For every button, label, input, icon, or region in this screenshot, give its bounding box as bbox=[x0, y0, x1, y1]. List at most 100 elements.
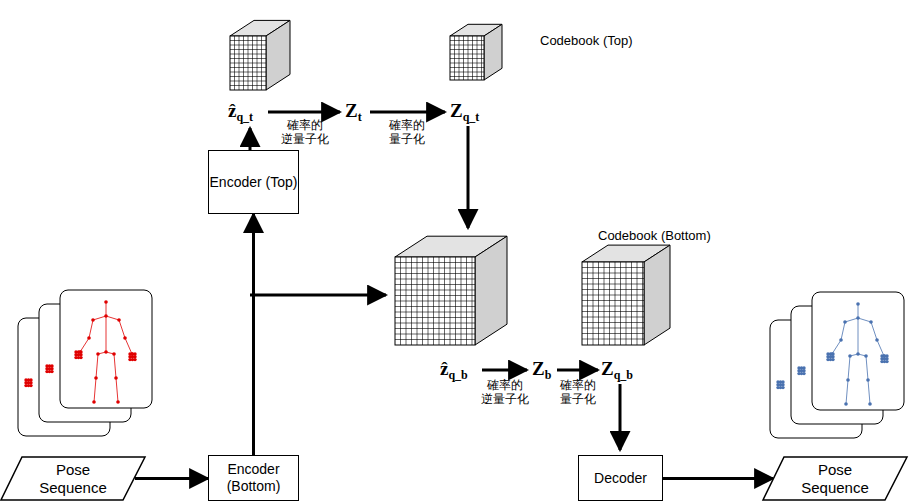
bone bbox=[858, 318, 871, 322]
bone bbox=[866, 356, 868, 380]
joint bbox=[843, 320, 847, 324]
bone bbox=[114, 354, 116, 378]
joint bbox=[875, 338, 879, 342]
bone bbox=[89, 320, 93, 338]
joint bbox=[856, 352, 860, 356]
joint bbox=[856, 316, 860, 320]
latent-symbol: Zq_t bbox=[450, 100, 479, 128]
cube-side bbox=[475, 236, 507, 345]
joint bbox=[116, 400, 120, 404]
tensor-cube bbox=[582, 245, 670, 345]
joint bbox=[112, 352, 116, 356]
cube-grid bbox=[582, 262, 644, 345]
joint bbox=[104, 350, 108, 354]
bone bbox=[106, 302, 107, 316]
frame-card bbox=[60, 290, 152, 408]
joint bbox=[117, 318, 121, 322]
node-text: Encoder (Bottom) bbox=[209, 461, 298, 495]
joint bbox=[94, 376, 98, 380]
joint bbox=[839, 338, 843, 342]
joint bbox=[866, 378, 870, 382]
arrow bbox=[482, 369, 527, 372]
bone bbox=[106, 316, 119, 320]
bone bbox=[80, 338, 89, 352]
bone bbox=[848, 356, 850, 380]
bone bbox=[858, 304, 859, 318]
tensor-cube bbox=[450, 24, 502, 80]
operation-label: 確率的 量子化 bbox=[553, 378, 602, 407]
connector bbox=[135, 477, 208, 480]
joint bbox=[123, 336, 127, 340]
node-text: Pose Sequence bbox=[33, 461, 113, 497]
cube-side bbox=[484, 24, 502, 80]
hand-keypoint bbox=[50, 370, 53, 373]
bone bbox=[119, 320, 125, 338]
io-parallelogram: Pose Sequence bbox=[762, 456, 908, 501]
arrow bbox=[370, 111, 445, 114]
process-box: Encoder (Bottom) bbox=[208, 455, 299, 501]
node-text: Decoder bbox=[594, 470, 647, 487]
bone bbox=[871, 322, 877, 340]
arrow bbox=[467, 126, 470, 228]
latent-symbol: Zt bbox=[345, 100, 362, 128]
hand-keypoint bbox=[802, 372, 805, 375]
process-box: Decoder bbox=[578, 455, 663, 501]
cube-front bbox=[450, 36, 484, 80]
cube-side bbox=[266, 20, 290, 90]
operation-label: 確率的 逆量子化 bbox=[280, 118, 329, 147]
bone bbox=[877, 340, 884, 356]
operation-label: 確率的 逆量子化 bbox=[480, 378, 529, 407]
bone bbox=[845, 318, 858, 322]
process-box: Encoder (Top) bbox=[208, 150, 299, 214]
parallelogram-path bbox=[1, 457, 145, 500]
cube-grid bbox=[230, 36, 266, 90]
operation-label: 確率的 量子化 bbox=[382, 118, 431, 147]
hand-keypoint bbox=[885, 360, 888, 363]
bone bbox=[841, 322, 845, 340]
cube-grid bbox=[395, 257, 475, 345]
joint bbox=[87, 336, 91, 340]
bone bbox=[846, 380, 848, 404]
bone bbox=[96, 354, 98, 378]
bone bbox=[832, 340, 841, 354]
bone bbox=[858, 318, 859, 354]
latent-symbol: Zq_b bbox=[601, 358, 633, 386]
joint bbox=[844, 402, 848, 406]
hand-keypoint bbox=[79, 356, 82, 359]
tensor-cube bbox=[395, 236, 507, 345]
connector bbox=[663, 477, 773, 480]
joint bbox=[846, 378, 850, 382]
codebook-label: Codebook (Top) bbox=[540, 33, 633, 48]
cube-front bbox=[395, 257, 475, 345]
joint bbox=[848, 354, 852, 358]
joint bbox=[92, 400, 96, 404]
joint bbox=[856, 302, 860, 306]
arrow bbox=[250, 294, 386, 297]
arrow bbox=[268, 111, 340, 114]
cube-side bbox=[644, 245, 670, 345]
hand-keypoint bbox=[781, 386, 784, 389]
joint bbox=[91, 318, 95, 322]
bone bbox=[125, 338, 132, 354]
codebook-label: Codebook (Bottom) bbox=[598, 228, 711, 243]
connector bbox=[252, 214, 255, 455]
joint bbox=[96, 352, 100, 356]
io-parallelogram: Pose Sequence bbox=[0, 456, 146, 501]
cube-grid bbox=[450, 36, 484, 80]
latent-symbol: Zb bbox=[532, 358, 551, 386]
joint bbox=[864, 354, 868, 358]
cube-front bbox=[582, 262, 644, 345]
joint bbox=[114, 376, 118, 380]
parallelogram-path bbox=[763, 457, 907, 500]
joint bbox=[869, 320, 873, 324]
cube-front bbox=[230, 36, 266, 90]
arrow bbox=[557, 369, 598, 372]
arrow bbox=[619, 384, 622, 450]
node-text: Encoder (Top) bbox=[210, 174, 298, 191]
frame-card bbox=[812, 292, 904, 410]
bone bbox=[116, 378, 118, 402]
tensor-cube bbox=[230, 20, 290, 90]
joint bbox=[104, 300, 108, 304]
node-text: Pose Sequence bbox=[795, 461, 875, 497]
